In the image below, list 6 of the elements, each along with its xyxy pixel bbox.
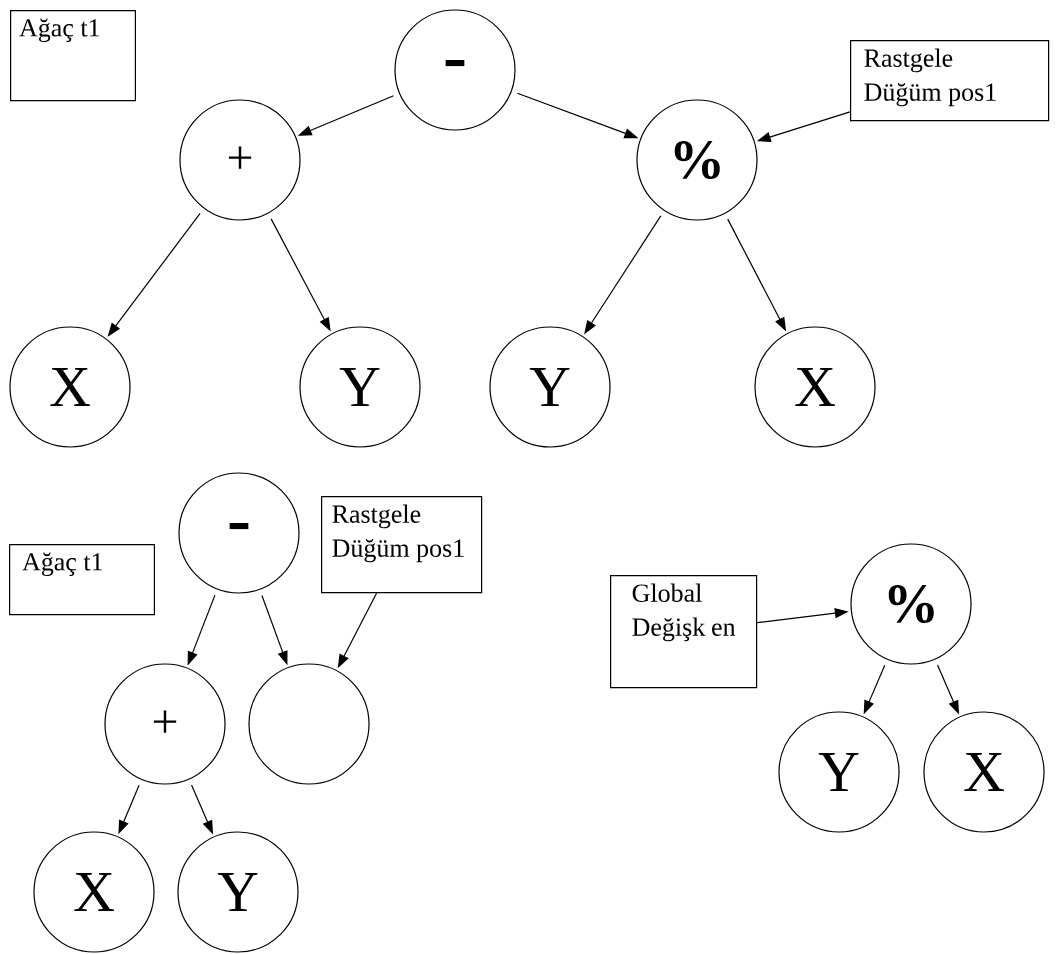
empty-circle: [248, 663, 370, 785]
text-box: Ağaç t1: [10, 10, 136, 102]
text-box: Rastgele Düğüm pos1: [850, 40, 1050, 122]
text-box: Rastgele Düğüm pos1: [321, 496, 483, 594]
text-box: Ağaç t1: [9, 544, 155, 616]
text-box: Global Değişk en: [610, 575, 758, 689]
